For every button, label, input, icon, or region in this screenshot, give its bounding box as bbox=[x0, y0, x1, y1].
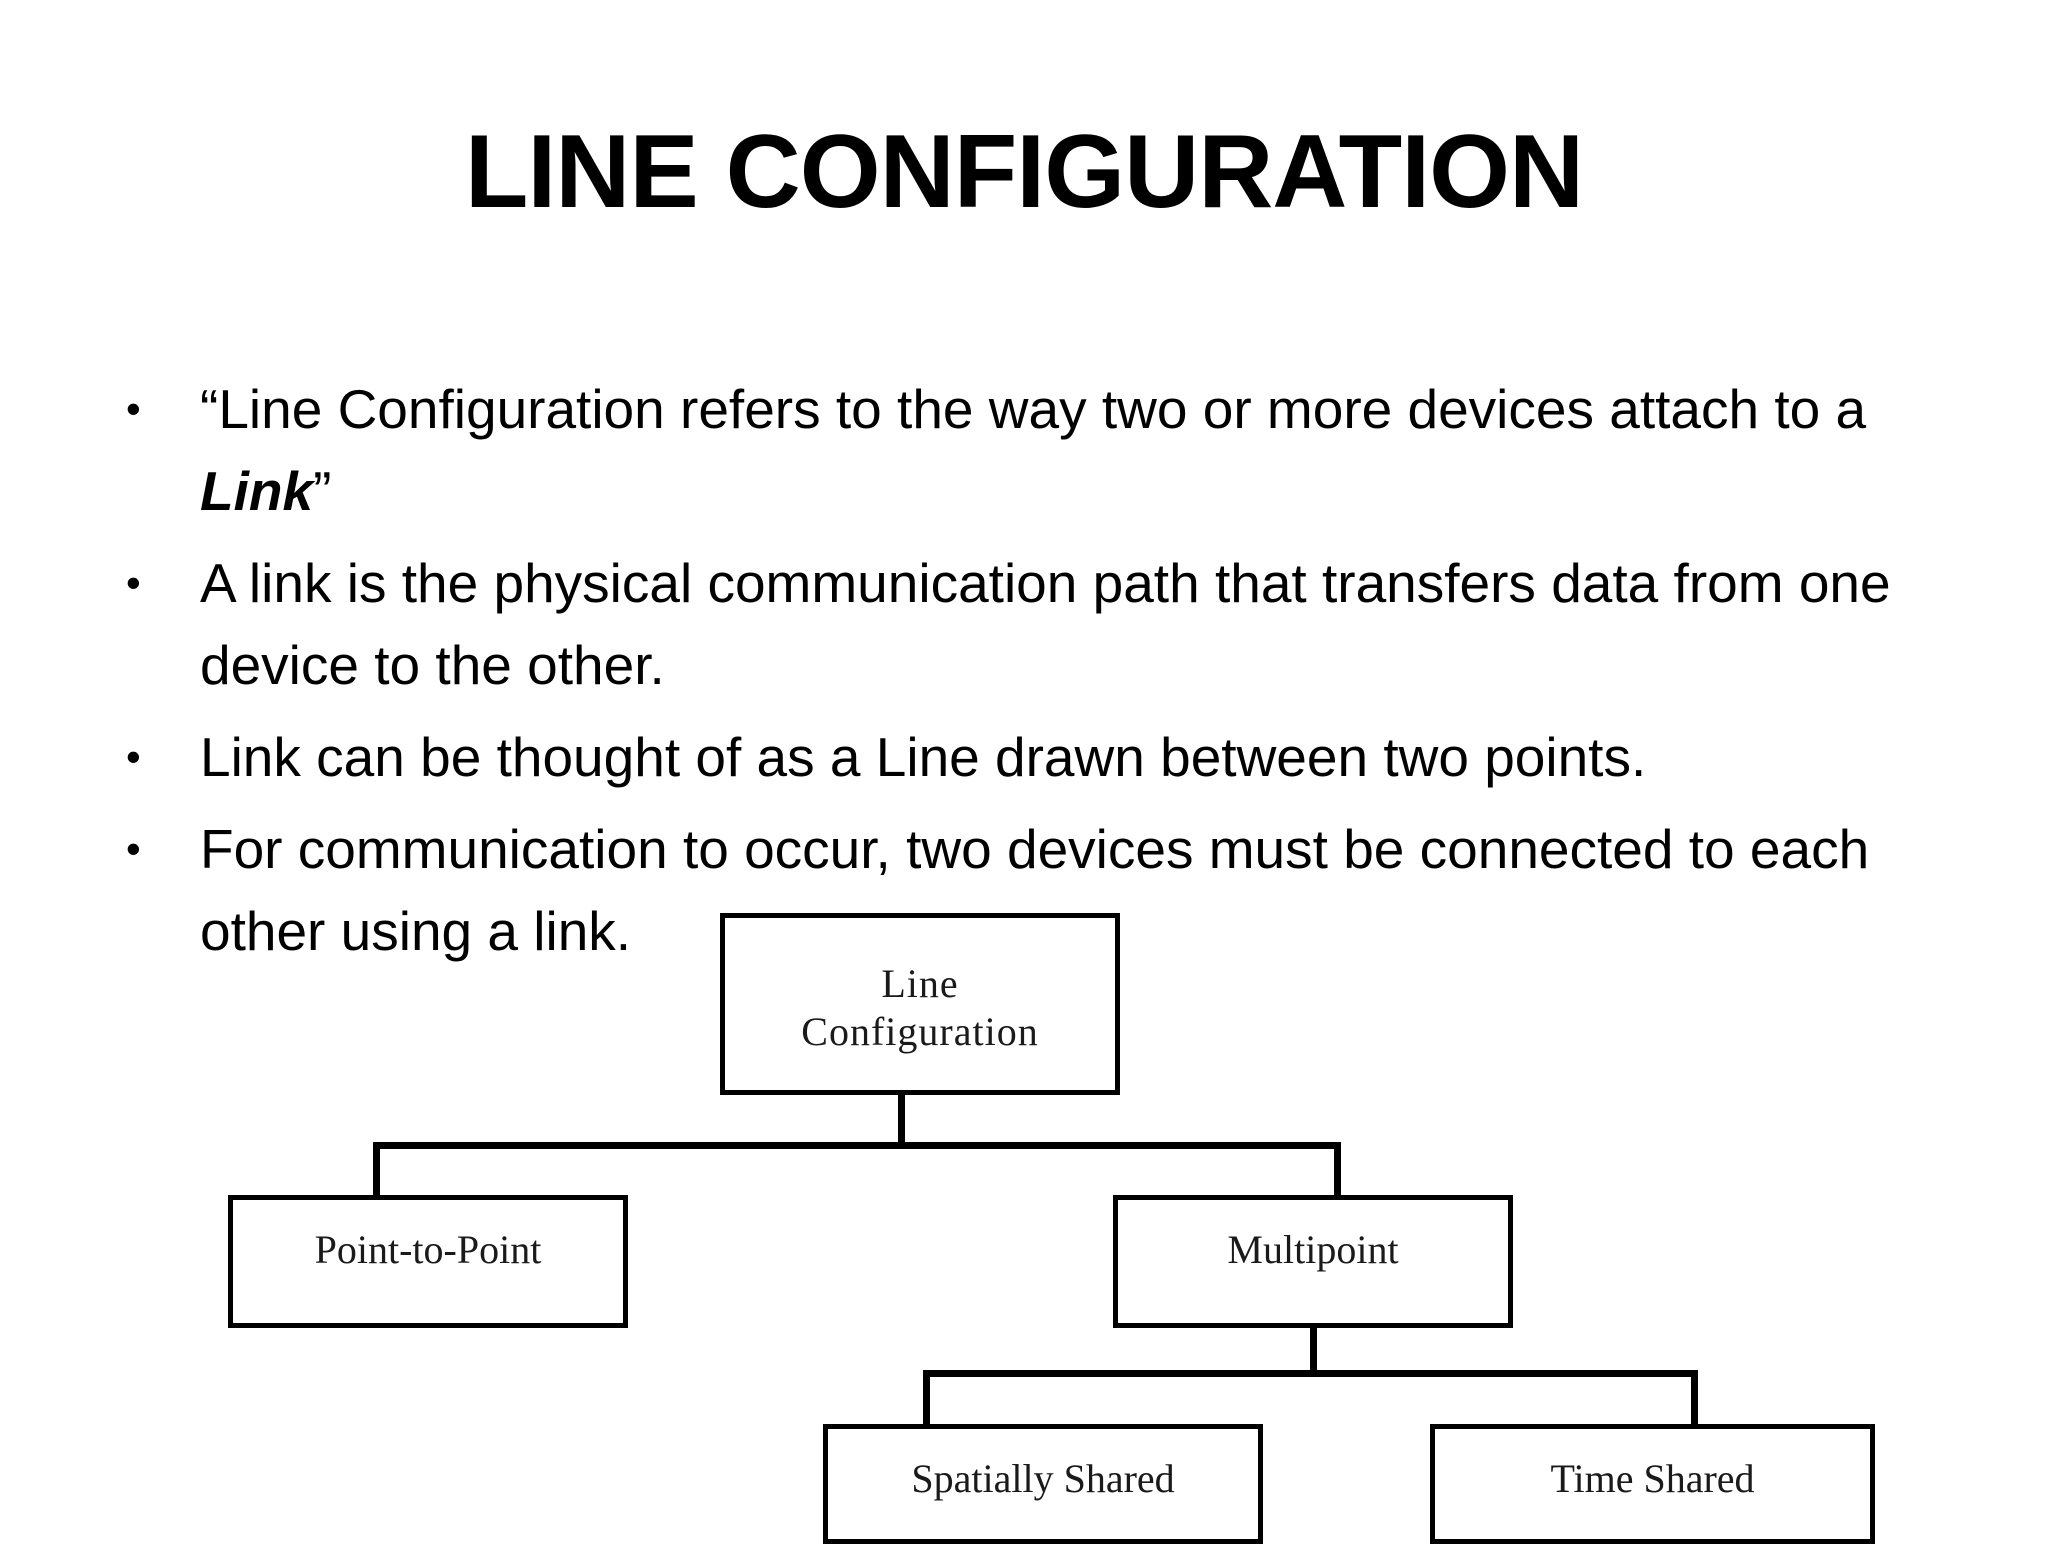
connector-root-drop bbox=[898, 1095, 905, 1147]
bullet-text-3: Link can be thought of as a Line drawn b… bbox=[200, 726, 1647, 788]
bullet-marker-icon: • bbox=[126, 825, 141, 872]
diagram-node-label: Point-to-Point bbox=[314, 1227, 542, 1272]
connector-root-horizontal-bar bbox=[373, 1142, 1341, 1149]
bullet-marker-icon: • bbox=[126, 385, 141, 432]
bullet-text-1: “Line Configuration refers to the way tw… bbox=[200, 368, 1972, 532]
bullet-text-1-after: ” bbox=[313, 460, 332, 522]
bullet-list: • “Line Configuration refers to the way … bbox=[112, 368, 1972, 982]
bullet-item-3: • Link can be thought of as a Line drawn… bbox=[112, 716, 1972, 798]
page-title: LINE CONFIGURATION bbox=[464, 114, 1584, 230]
bullet-text-2: A link is the physical communication pat… bbox=[200, 552, 1891, 696]
diagram-node-time-shared[interactable]: Time Shared bbox=[1430, 1424, 1875, 1544]
diagram-node-multipoint[interactable]: Multipoint bbox=[1113, 1195, 1513, 1328]
diagram-node-spatially-shared[interactable]: Spatially Shared bbox=[823, 1424, 1263, 1544]
connector-multipoint-drop bbox=[1310, 1328, 1317, 1376]
bullet-item-2: • A link is the physical communication p… bbox=[112, 542, 1972, 706]
connector-to-multipoint bbox=[1334, 1142, 1341, 1198]
connector-to-spatially-shared bbox=[923, 1370, 930, 1428]
bullet-text-1-emphasis: Link bbox=[200, 460, 314, 522]
diagram-node-label: Spatially Shared bbox=[911, 1456, 1175, 1501]
bullet-marker-icon: • bbox=[126, 733, 141, 780]
bullet-text-1-before: “Line Configuration refers to the way tw… bbox=[200, 378, 1867, 440]
diagram-node-point-to-point[interactable]: Point-to-Point bbox=[228, 1195, 628, 1328]
bullet-text-4: For communication to occur, two devices … bbox=[200, 818, 1870, 962]
connector-to-time-shared bbox=[1691, 1370, 1698, 1428]
bullet-item-4: • For communication to occur, two device… bbox=[112, 808, 1972, 972]
diagram-node-label: Time Shared bbox=[1550, 1456, 1755, 1501]
bullet-item-1: • “Line Configuration refers to the way … bbox=[112, 368, 1972, 532]
connector-to-point-to-point bbox=[373, 1142, 380, 1198]
connector-multipoint-horizontal-bar bbox=[923, 1370, 1698, 1377]
diagram-node-label: Multipoint bbox=[1227, 1227, 1399, 1272]
diagram-node-label-line1: Line bbox=[881, 961, 959, 1006]
diagram-node-label-line2: Configuration bbox=[801, 1009, 1039, 1054]
bullet-marker-icon: • bbox=[126, 559, 141, 606]
